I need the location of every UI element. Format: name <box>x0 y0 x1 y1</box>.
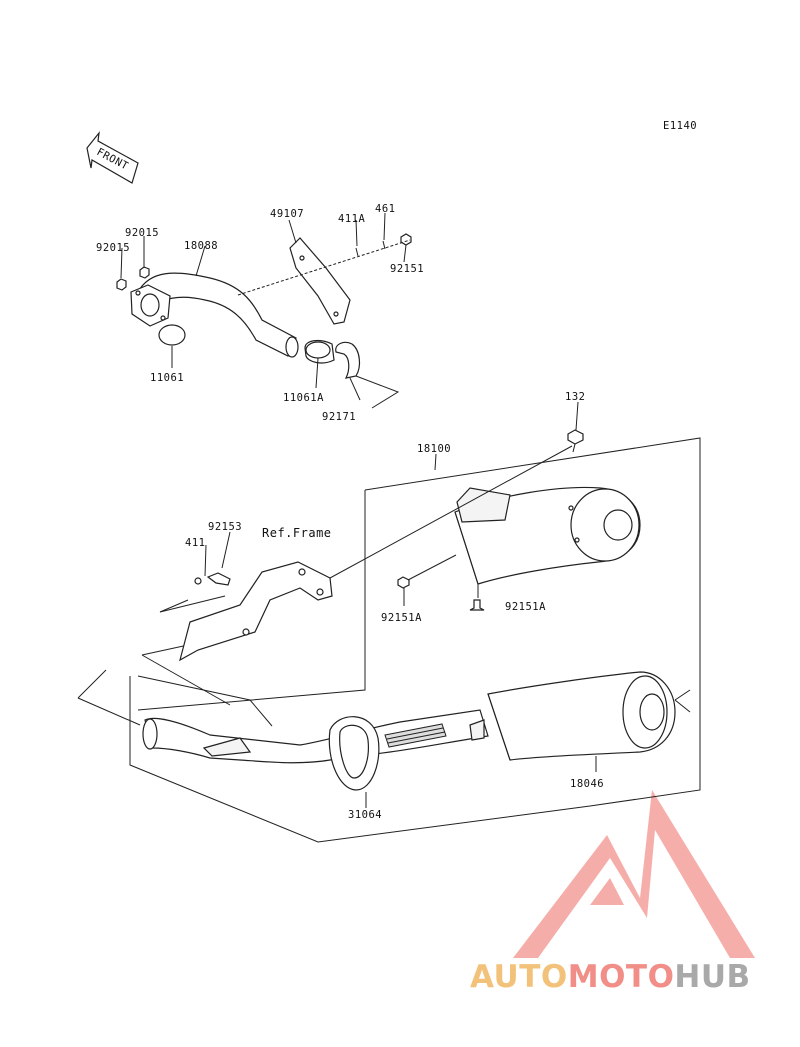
heat-guard-49107 <box>289 237 351 325</box>
mesh-grille <box>384 723 447 748</box>
callout-92015-a: 92015 <box>96 242 130 254</box>
callout-18046: 18046 <box>570 778 604 790</box>
watermark-text-part-3: HUB <box>674 959 751 995</box>
callout-411a: 411A <box>338 213 365 225</box>
callout-18088: 18088 <box>184 240 218 252</box>
diagram-code: E1140 <box>663 120 697 132</box>
callout-11061: 11061 <box>150 372 184 384</box>
callout-411: 411 <box>185 537 205 549</box>
muffler-18046-part <box>469 671 676 761</box>
callout-18100: 18100 <box>417 443 451 455</box>
callout-11061a: 11061A <box>283 392 324 404</box>
watermark-brand-text: AUTOMOTOHUB <box>470 962 751 993</box>
ref-frame-label: Ref.Frame <box>262 526 332 540</box>
callout-461: 461 <box>375 203 395 215</box>
frame-bracket-part <box>179 561 333 662</box>
callout-92015-b: 92015 <box>125 227 159 239</box>
header-flange-part <box>130 284 171 327</box>
callout-92151a-left: 92151A <box>381 612 422 624</box>
bolt-92151a-left <box>397 576 410 589</box>
heat-guard-31064 <box>328 716 380 791</box>
front-arrow-icon: FRONT <box>86 130 139 184</box>
gasket-11061a <box>304 339 335 364</box>
callout-92171: 92171 <box>322 411 356 423</box>
bolt-92153-washer-411 <box>194 572 231 586</box>
callout-92151a-right: 92151A <box>505 601 546 613</box>
nuts-92015 <box>116 266 150 291</box>
gasket-11061 <box>158 324 186 346</box>
header-pipe-part <box>137 272 299 358</box>
clamp-92171 <box>335 341 361 379</box>
callout-92151: 92151 <box>390 263 424 275</box>
tail-pipe-part <box>142 709 489 764</box>
watermark-text-part-2: MOTO <box>567 959 675 995</box>
bolt-92151a-bottom <box>469 599 485 611</box>
watermark-logo <box>513 790 755 958</box>
silencer-18100-part <box>454 486 641 585</box>
lower-leader-lines <box>204 401 691 808</box>
watermark-text-part-1: AUTO <box>470 959 568 995</box>
upper-leader-lines <box>120 212 411 409</box>
callout-49107: 49107 <box>270 208 304 220</box>
assembly-outline-18100 <box>77 437 701 843</box>
callout-31064: 31064 <box>348 809 382 821</box>
bolt-92151 <box>400 233 412 246</box>
washers-411a-461 <box>355 240 386 257</box>
callout-92153: 92153 <box>208 521 242 533</box>
callout-132: 132 <box>565 391 585 403</box>
bolt-132 <box>567 429 584 453</box>
